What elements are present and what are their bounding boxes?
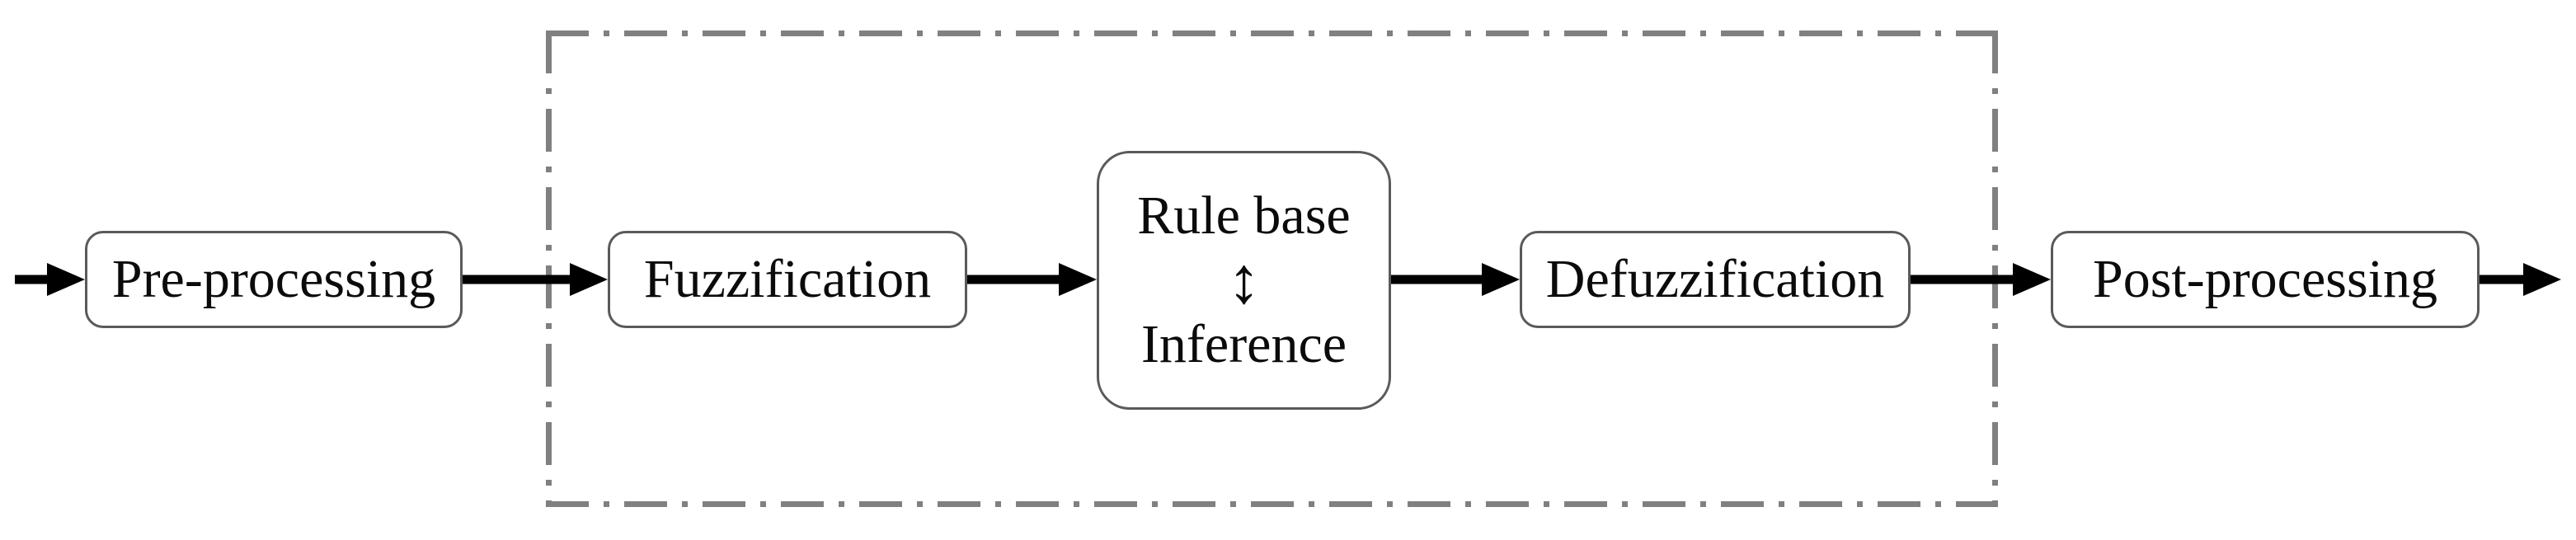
up-down-arrow-icon: ↕ [1227, 245, 1261, 317]
node-rule-base-label: Rule base [1137, 185, 1351, 246]
node-fuzzification-label: Fuzzification [643, 249, 932, 309]
arrow-post-processing-to-output [2480, 263, 2561, 296]
region-border-segment [1992, 31, 1998, 507]
node-defuzzification[interactable]: Defuzzification [1520, 231, 1911, 328]
node-pre-processing-label: Pre-processing [111, 249, 436, 309]
fuzzy-inference-system-region [546, 31, 1998, 507]
arrow-rule-base-to-defuzzification [1391, 263, 1520, 296]
node-post-processing-label: Post-processing [2093, 249, 2437, 309]
arrow-fuzzification-to-rule-base [967, 263, 1097, 296]
arrow-defuzzification-to-post-processing [1911, 263, 2051, 296]
node-fuzzification[interactable]: Fuzzification [608, 231, 967, 328]
node-rule-base-inference[interactable]: Rule base ↕ Inference [1097, 151, 1391, 410]
region-border-segment [546, 501, 1998, 507]
node-post-processing[interactable]: Post-processing [2051, 231, 2480, 328]
node-inference-label: Inference [1140, 314, 1347, 374]
arrow-pre-processing-to-fuzzification [463, 263, 608, 296]
region-border-segment [546, 31, 552, 507]
node-defuzzification-label: Defuzzification [1545, 249, 1885, 309]
node-pre-processing[interactable]: Pre-processing [85, 231, 463, 328]
region-border-segment [546, 31, 1998, 36]
arrow-input-to-pre-processing [15, 263, 85, 296]
